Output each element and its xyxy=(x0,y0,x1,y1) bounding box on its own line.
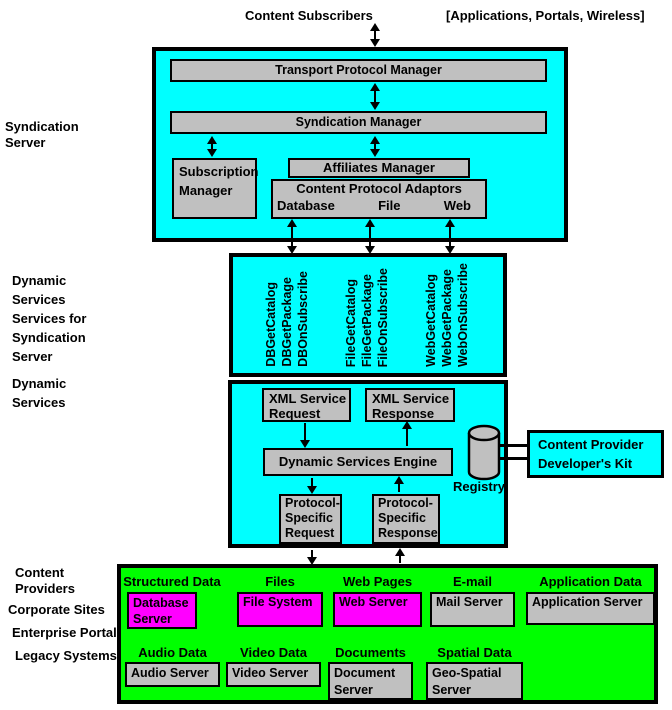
db-services-group: DBGetCatalog DBGetPackage DBOnSubscribe xyxy=(264,271,310,367)
kit-connector-line xyxy=(498,457,528,460)
category-web-pages: Web Pages xyxy=(342,574,413,589)
arrow-subscribers-syndication xyxy=(369,23,381,47)
category-video-data: Video Data xyxy=(240,645,307,660)
service-name-vertical: FileGetCatalog xyxy=(344,278,358,367)
service-name-vertical: DBGetPackage xyxy=(280,277,294,367)
adaptor-database-label: Database xyxy=(277,198,335,213)
adaptor-row: Database File Web xyxy=(273,198,485,213)
arrow-syndication-affiliates xyxy=(369,136,381,157)
protocol-specific-response-box: Protocol- Specific Response xyxy=(372,494,440,544)
arrow-xmlrequest-engine xyxy=(299,421,311,448)
arrow-file-adaptor xyxy=(364,219,376,254)
arrow-engine-psrequest xyxy=(306,476,318,494)
arrow-providers-response xyxy=(394,548,406,565)
dynamic-services-engine-box: Dynamic Services Engine xyxy=(263,448,453,476)
mail-server-box: Mail Server xyxy=(430,592,515,627)
content-provider-developers-kit-box: Content Provider Developer's Kit xyxy=(527,430,664,478)
category-spatial-data: Spatial Data xyxy=(437,645,512,660)
registry-label: Registry xyxy=(452,479,506,494)
category-email: E-mail xyxy=(452,574,492,589)
arrow-database-adaptor xyxy=(286,219,298,254)
web-server-box: Web Server xyxy=(333,592,422,627)
category-structured-data: Structured Data xyxy=(123,574,221,589)
audio-server-box: Audio Server xyxy=(125,662,220,687)
xml-service-request-box: XML Service Request xyxy=(262,388,351,422)
service-name-vertical: WebGetCatalog xyxy=(424,274,438,367)
service-name-vertical: WebOnSubscribe xyxy=(456,263,470,367)
adaptor-file-label: File xyxy=(378,198,401,213)
arrow-request-providers xyxy=(306,548,318,565)
registry-cylinder-icon xyxy=(467,424,501,481)
content-subscribers-label: Content Subscribers xyxy=(245,8,373,23)
arrow-engine-xmlresponse xyxy=(401,421,413,448)
service-name-vertical: DBOnSubscribe xyxy=(296,271,310,367)
legacy-systems-label: Legacy Systems xyxy=(15,648,117,663)
category-application-data: Application Data xyxy=(539,574,642,589)
web-services-group: WebGetCatalog WebGetPackage WebOnSubscri… xyxy=(424,263,470,367)
service-name-vertical: FileGetPackage xyxy=(360,273,374,367)
xml-service-response-box: XML Service Response xyxy=(365,388,455,422)
syndication-manager-box: Syndication Manager xyxy=(170,111,547,134)
database-server-box: Database Server xyxy=(127,592,197,629)
subscription-manager-box: Subscription Manager xyxy=(172,158,258,219)
file-system-box: File System xyxy=(237,592,323,627)
corporate-sites-label: Corporate Sites xyxy=(8,602,105,617)
document-server-box: Document Server xyxy=(328,662,413,700)
content-protocol-adaptors-title: Content Protocol Adaptors xyxy=(296,181,462,196)
affiliates-manager-box: Affiliates Manager xyxy=(288,158,470,178)
dynamic-services-label: Dynamic Services xyxy=(12,376,67,410)
content-providers-label: Content Providers xyxy=(15,565,75,596)
category-audio-data: Audio Data xyxy=(138,645,207,660)
service-name-vertical: DBGetCatalog xyxy=(264,282,278,367)
service-name-vertical: WebGetPackage xyxy=(440,269,454,367)
arrow-transport-syndication xyxy=(369,83,381,110)
syndication-server-label: Syndication Server xyxy=(5,119,79,150)
ds-services-for-syndication-label: Dynamic Services Services for Syndicatio… xyxy=(12,273,87,364)
file-services-group: FileGetCatalog FileGetPackage FileOnSubs… xyxy=(344,268,390,367)
ds-services-layer-box xyxy=(229,253,507,377)
geo-spatial-server-box: Geo-Spatial Server xyxy=(426,662,523,700)
category-files: Files xyxy=(265,574,295,589)
content-protocol-adaptors-box: Content Protocol Adaptors Database File … xyxy=(271,179,487,219)
kit-connector-line xyxy=(498,444,528,447)
adaptor-web-label: Web xyxy=(443,198,471,213)
service-name-vertical: FileOnSubscribe xyxy=(376,267,390,367)
enterprise-portal-label: Enterprise Portal xyxy=(12,625,117,640)
category-documents: Documents xyxy=(335,645,406,660)
application-server-box: Application Server xyxy=(526,592,655,625)
transport-protocol-manager-box: Transport Protocol Manager xyxy=(170,59,547,82)
subscriber-channels-label: [Applications, Portals, Wireless] xyxy=(446,8,645,23)
video-server-box: Video Server xyxy=(226,662,321,687)
arrow-web-adaptor xyxy=(444,219,456,254)
arrow-syndication-subscription xyxy=(206,136,218,157)
protocol-specific-request-box: Protocol- Specific Request xyxy=(279,494,342,544)
arrow-psresponse-engine xyxy=(393,476,405,494)
